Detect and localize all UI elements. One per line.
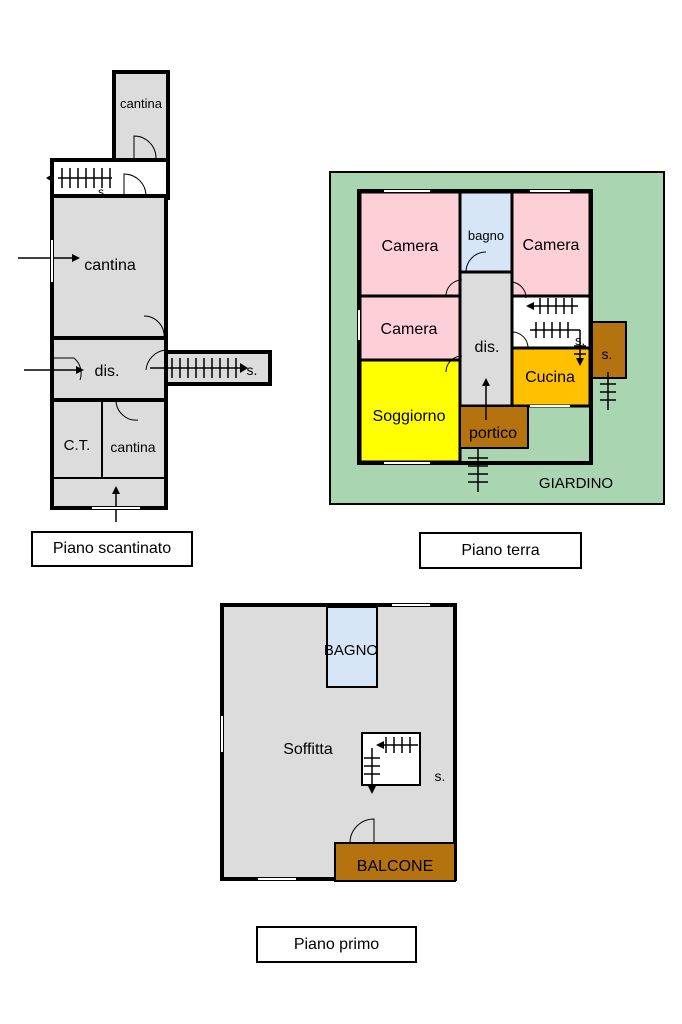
basement-plan: cantina s cantina dis. s. C.T. cantina xyxy=(18,70,272,522)
ground-caption: Piano terra xyxy=(419,532,582,569)
basement-s-small-label: s xyxy=(98,185,104,199)
basement-top-stair-arrow-icon xyxy=(46,173,54,183)
basement-cantina-bottom-label: cantina xyxy=(110,439,155,455)
basement-arrow-cantina-icon xyxy=(72,254,80,262)
ground-plan: Camera bagno Camera Camera dis. s. s. Cu… xyxy=(329,171,665,505)
ground-windows xyxy=(358,190,570,464)
first-bagno-room xyxy=(326,606,378,688)
ground-portico-label: portico xyxy=(469,425,517,442)
ground-stair-treads xyxy=(530,298,586,362)
basement-side-stair-treads xyxy=(150,358,240,378)
basement-caption: Piano scantinato xyxy=(31,531,193,567)
first-balcone-door xyxy=(349,818,375,844)
ground-camera-3-label: Camera xyxy=(381,321,438,338)
ground-outer-stair xyxy=(589,321,627,379)
first-plan: BAGNO Soffitta s. BALCONE xyxy=(220,603,457,882)
first-stair-down-arrow-icon xyxy=(368,786,376,794)
first-bagno-label: BAGNO xyxy=(324,642,378,659)
basement-cantina-main-label: cantina xyxy=(84,257,136,274)
ground-outer-stair-treads xyxy=(600,372,616,410)
ground-bagno-label: bagno xyxy=(468,228,504,243)
ground-cucina-label: Cucina xyxy=(525,369,575,386)
basement-dis-label: dis. xyxy=(95,363,120,380)
ground-s-inner-label: s. xyxy=(575,333,585,348)
ground-camera-2-label: Camera xyxy=(523,237,580,254)
first-s-label: s. xyxy=(435,768,446,784)
ground-giardino-label: GIARDINO xyxy=(539,475,613,492)
ground-doors xyxy=(445,251,529,373)
first-windows xyxy=(221,604,430,880)
basement-arrow-dis-icon xyxy=(76,366,84,374)
ground-stair-arrow-icon xyxy=(526,302,534,310)
basement-side-stair-arrow-icon xyxy=(240,363,248,373)
ground-soggiorno-label: Soggiorno xyxy=(373,408,446,425)
ground-s-outer-label: s. xyxy=(602,346,613,362)
basement-doors xyxy=(54,135,167,421)
first-balcone-label: BALCONE xyxy=(357,858,433,875)
first-stair-treads xyxy=(364,737,418,788)
basement-cantina-main-room xyxy=(50,194,168,340)
ground-entry-arrow-icon xyxy=(482,378,490,386)
basement-cantina-top-room xyxy=(112,70,170,164)
ground-dis-label: dis. xyxy=(475,339,500,356)
ground-camera-1-label: Camera xyxy=(382,238,439,255)
first-caption: Piano primo xyxy=(256,926,417,963)
ground-portico xyxy=(459,405,529,449)
basement-arrow-bottom-icon xyxy=(112,486,120,494)
first-stair-room xyxy=(361,732,421,786)
basement-s-label: s. xyxy=(247,362,258,378)
basement-ct-label: C.T. xyxy=(64,437,91,454)
first-soffitta-label: Soffitta xyxy=(283,741,333,758)
ground-portico-stair-treads xyxy=(468,448,488,492)
ground-camera-1-room xyxy=(358,190,462,298)
basement-top-stair-treads xyxy=(58,168,112,188)
basement-cantina-top-label: cantina xyxy=(120,96,163,111)
ground-stair-down-arrow-icon xyxy=(576,358,584,366)
first-stair-left-arrow-icon xyxy=(376,741,384,749)
ground-cucina-room xyxy=(510,346,592,408)
first-balcone xyxy=(334,842,456,882)
